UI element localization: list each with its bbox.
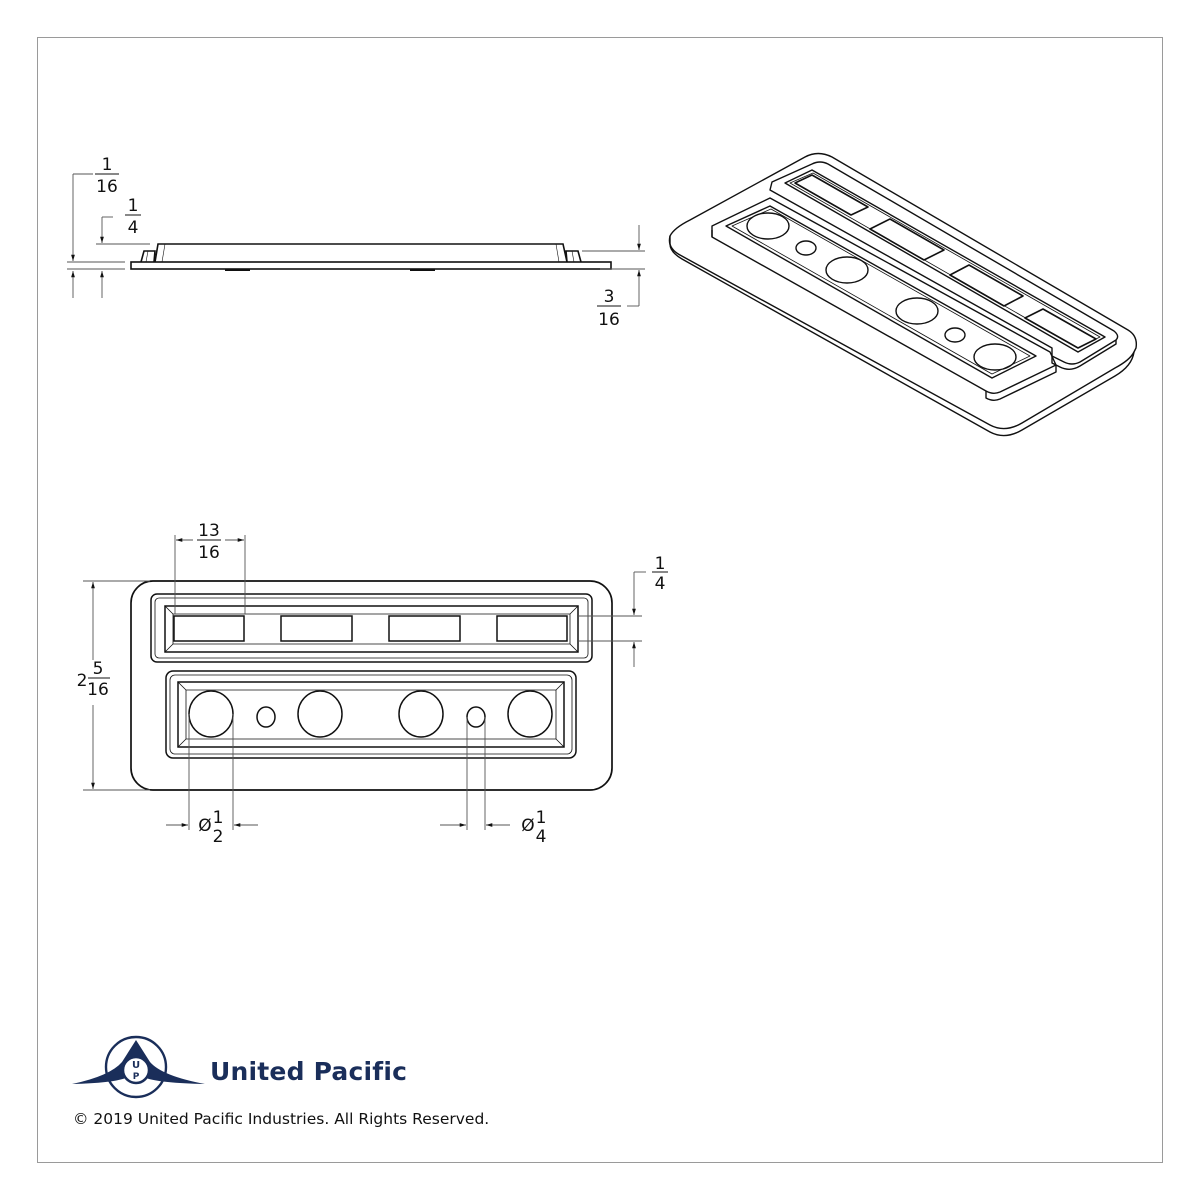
dim-label-dia-1-2: Ø 1 2 [198, 808, 223, 847]
svg-text:1: 1 [536, 808, 547, 828]
svg-text:1: 1 [102, 155, 113, 175]
dim-label-1-16: 1 16 [95, 155, 119, 197]
svg-text:16: 16 [198, 543, 220, 563]
svg-text:5: 5 [93, 659, 104, 679]
drawing-border [37, 37, 1163, 1163]
svg-text:16: 16 [598, 310, 620, 330]
svg-text:1: 1 [655, 554, 666, 574]
svg-text:Ø: Ø [521, 816, 534, 836]
side-view-dimensions [67, 173, 645, 307]
svg-text:U: U [132, 1060, 140, 1071]
dim-label-3-16: 3 16 [597, 287, 621, 330]
svg-text:16: 16 [87, 680, 109, 700]
brand-name: United Pacific [210, 1057, 408, 1086]
svg-text:1: 1 [213, 808, 224, 828]
dim-label-1-4-window: 1 4 [652, 554, 668, 594]
svg-text:16: 16 [96, 177, 118, 197]
top-view-dim-labels: 13 16 1 4 2 5 16 Ø 1 2 Ø 1 4 [77, 521, 668, 847]
svg-text:2: 2 [213, 827, 224, 847]
svg-text:1: 1 [128, 196, 139, 216]
svg-text:4: 4 [128, 218, 139, 238]
svg-text:2: 2 [77, 671, 88, 691]
svg-text:4: 4 [655, 574, 666, 594]
dim-label-dia-1-4: Ø 1 4 [521, 808, 546, 847]
top-view [130, 580, 613, 791]
dim-label-13-16: 13 16 [197, 521, 221, 563]
dim-label-2-5-16: 2 5 16 [77, 659, 110, 700]
side-view-dim-labels: 1 16 1 4 3 16 [95, 155, 621, 330]
svg-text:P: P [133, 1072, 140, 1082]
up-wings-logo-icon: U P [72, 1035, 205, 1099]
dim-label-1-4: 1 4 [125, 196, 141, 238]
top-view-dimensions [83, 535, 646, 830]
svg-text:Ø: Ø [198, 816, 211, 836]
svg-text:4: 4 [536, 827, 547, 847]
side-view [130, 243, 612, 271]
svg-text:13: 13 [198, 521, 220, 541]
copyright-notice: © 2019 United Pacific Industries. All Ri… [73, 1110, 490, 1128]
isometric-view [668, 152, 1138, 437]
svg-text:3: 3 [604, 287, 615, 307]
